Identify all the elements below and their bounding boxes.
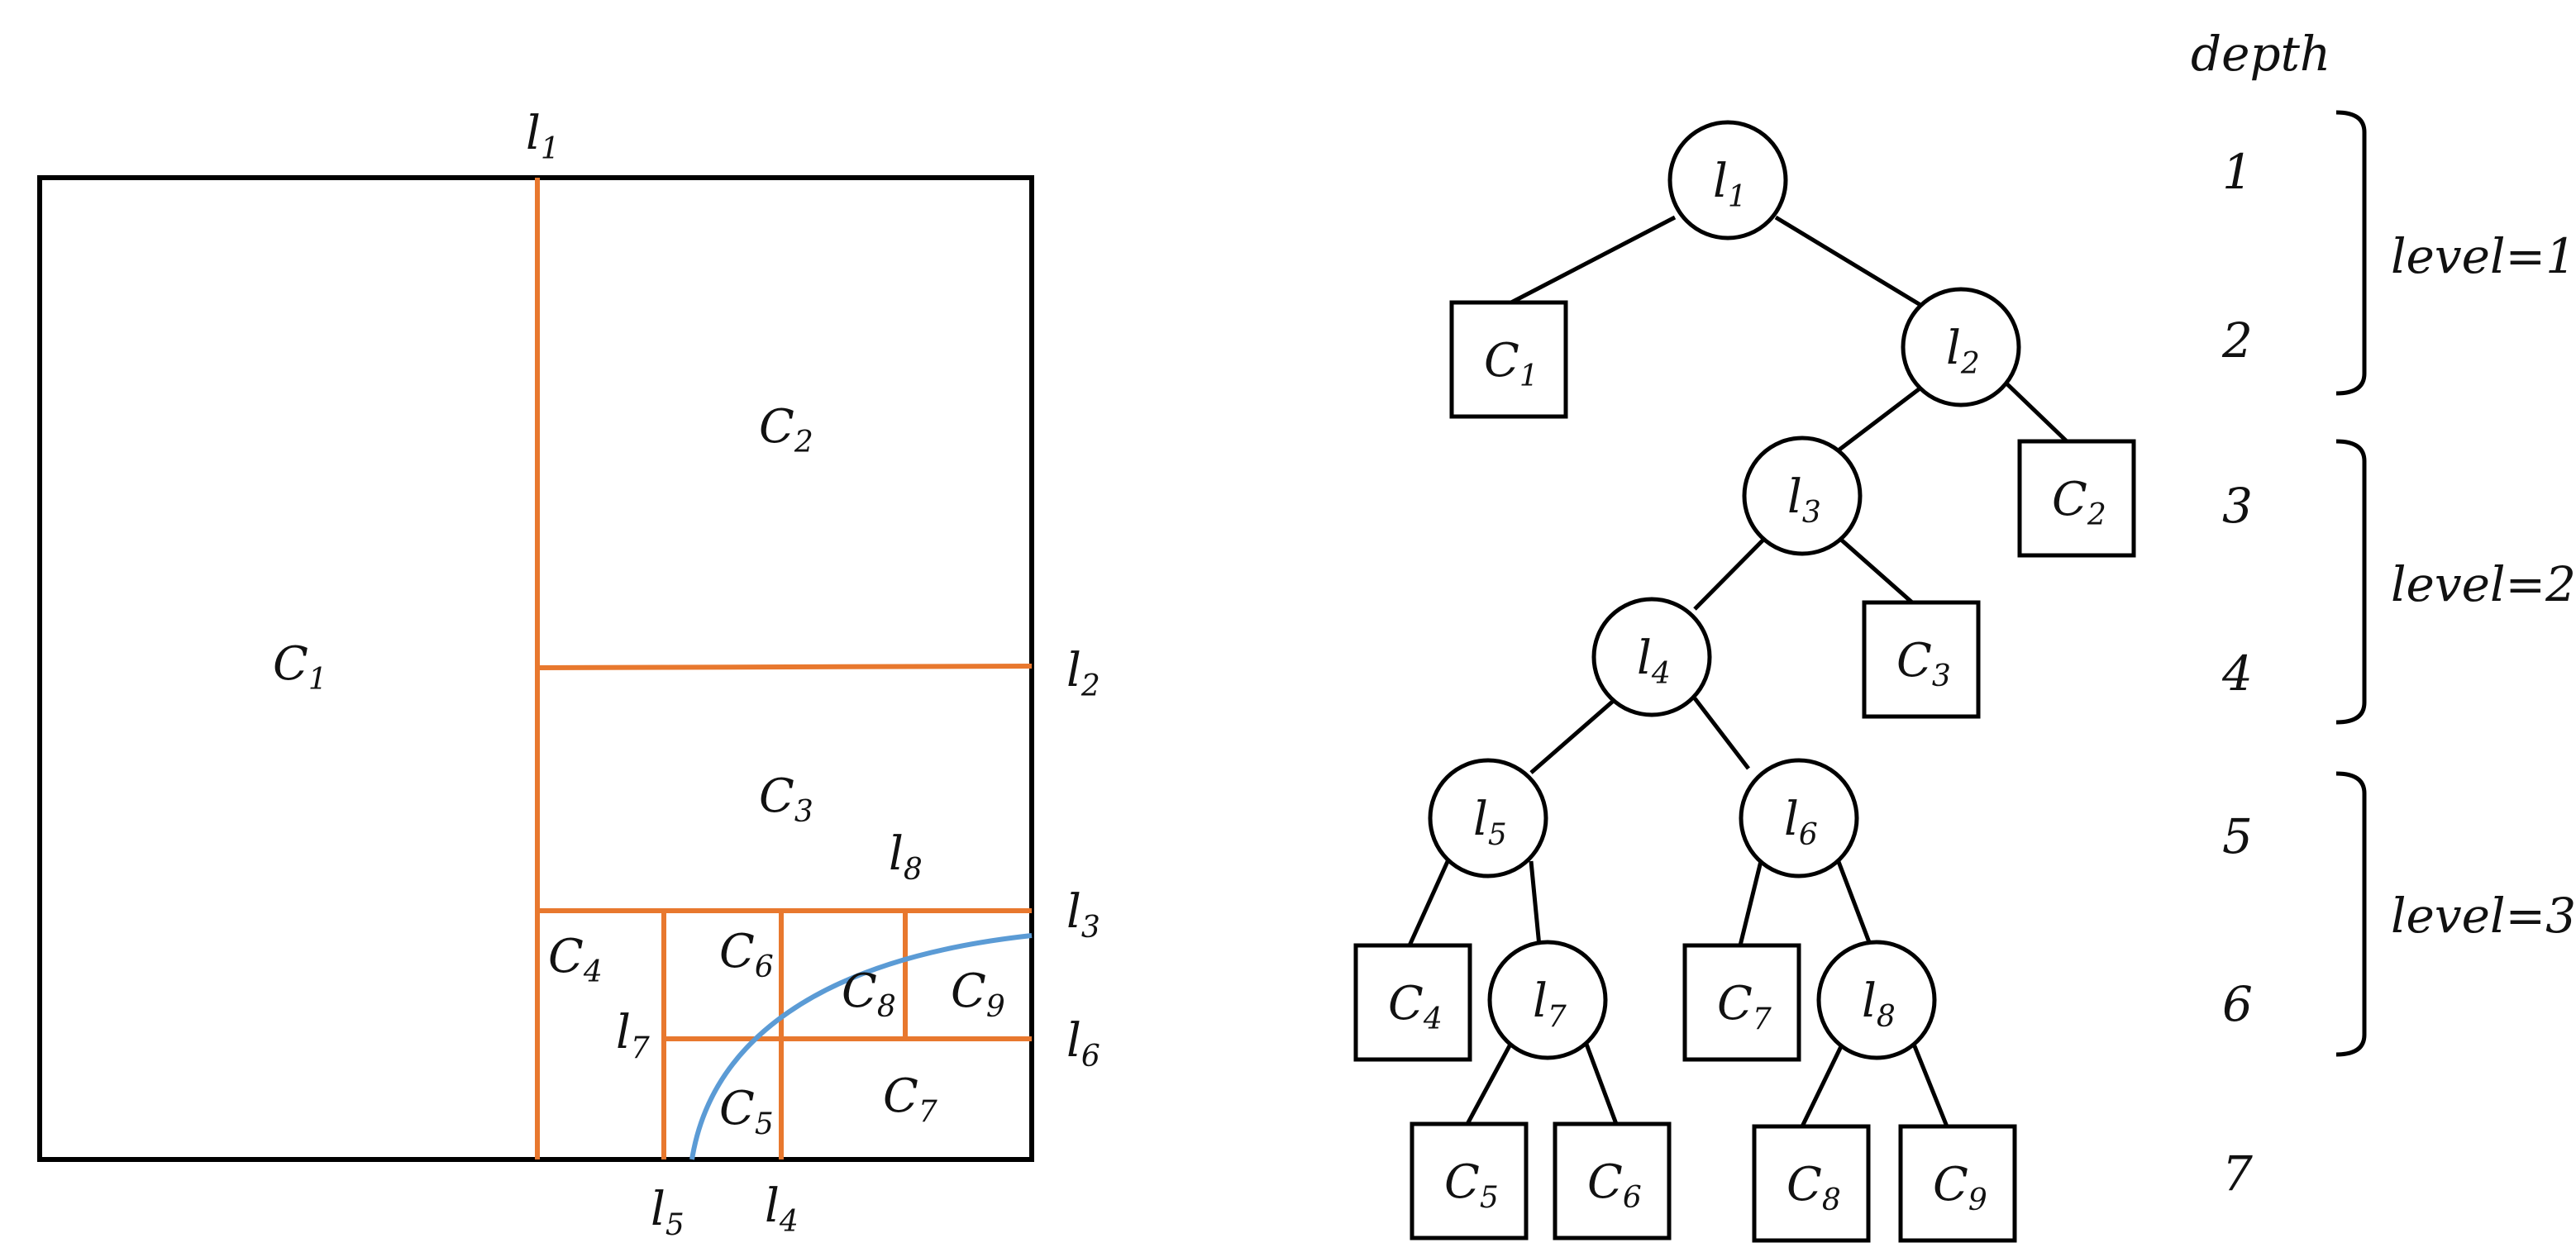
depth-value-4: 4	[2221, 645, 2253, 702]
edge-l6-l8	[1835, 859, 1874, 950]
edge-l7-c6	[1582, 1039, 1619, 1125]
svg-text:C2: C2	[2052, 473, 2106, 532]
svg-text:C7: C7	[1717, 977, 1772, 1036]
cell-label-c1: C1	[273, 637, 327, 697]
edge-l2-c2	[2001, 379, 2068, 443]
line-label-l6: l6	[1066, 1014, 1100, 1074]
tree-leaf-c9: C9	[1898, 1124, 2017, 1243]
edge-l8-c8	[1800, 1040, 1846, 1128]
bracket-level-3	[2335, 771, 2367, 1057]
svg-text:l1: l1	[1713, 155, 1747, 214]
edge-l3-c3	[1839, 538, 1914, 604]
edge-l2-l3	[1838, 385, 1924, 451]
depth-value-7: 7	[2222, 1145, 2253, 1202]
edge-l3-l4	[1693, 531, 1772, 611]
tree-node-l1: l1	[1667, 120, 1788, 240]
cell-label-c5: C5	[719, 1082, 774, 1141]
edge-l4-l5	[1529, 697, 1618, 774]
svg-text:C4: C4	[1388, 977, 1443, 1036]
edge-l6-c7	[1738, 860, 1763, 946]
tree-leaf-c3: C3	[1862, 600, 1981, 719]
svg-text:C8: C8	[1787, 1158, 1841, 1217]
tree-leaf-c6: C6	[1553, 1121, 1672, 1240]
level-brackets: level=1 level=2 level=3	[2335, 110, 2576, 1057]
line-label-l8: l8	[889, 827, 923, 887]
cell-label-c7: C7	[883, 1069, 937, 1129]
tree-leaf-c2: C2	[2017, 439, 2136, 558]
svg-text:l6: l6	[1784, 793, 1818, 852]
cell-label-c2: C2	[759, 400, 813, 459]
tree-leaf-c4: C4	[1353, 943, 1472, 1062]
tree-node-l7: l7	[1487, 940, 1608, 1060]
svg-text:C1: C1	[1484, 334, 1538, 393]
svg-text:l4: l4	[1637, 631, 1671, 691]
tree-node-l8: l8	[1816, 940, 1937, 1060]
bracket-level-2	[2335, 439, 2367, 725]
depth-value-1: 1	[2222, 144, 2253, 200]
line-label-l5: l5	[651, 1183, 685, 1242]
line-label-l3: l3	[1066, 885, 1100, 945]
svg-text:C9: C9	[1933, 1158, 1987, 1217]
tree-node-l5: l5	[1428, 758, 1548, 878]
depth-column: depth 1 2 3 4 5 6 7	[2191, 26, 2330, 1202]
tree-node-l4: l4	[1591, 597, 1712, 717]
line-label-l1: l1	[526, 107, 560, 166]
level-label-3: level=3	[2391, 888, 2576, 944]
depth-value-6: 6	[2222, 976, 2253, 1032]
edge-l5-l7	[1529, 860, 1542, 947]
tree-edges	[1407, 215, 2068, 1128]
tree-node-l2: l2	[1901, 287, 2021, 407]
tree-leaf-c8: C8	[1752, 1124, 1871, 1243]
edge-l1-l2	[1774, 215, 1926, 310]
bracket-level-1	[2335, 110, 2367, 396]
edge-l8-c9	[1909, 1037, 1949, 1127]
depth-value-2: 2	[2221, 312, 2253, 369]
split-line-l2	[537, 664, 1033, 670]
edge-l7-c5	[1465, 1038, 1515, 1126]
depth-value-5: 5	[2222, 808, 2253, 864]
svg-text:l7: l7	[1533, 974, 1567, 1034]
svg-text:l3: l3	[1787, 470, 1821, 530]
tree-leaf-c5: C5	[1410, 1121, 1529, 1240]
line-label-l4: l4	[765, 1179, 799, 1239]
tree-panel: l1 l2 l3 l4 l5 l6 l7 l8	[1353, 120, 2136, 1243]
depth-header: depth	[2191, 26, 2330, 82]
cell-label-c4: C4	[548, 930, 603, 989]
cell-label-c6: C6	[719, 925, 774, 984]
line-label-l7: l7	[616, 1006, 650, 1065]
svg-text:l5: l5	[1473, 793, 1507, 852]
edge-l5-c4	[1407, 856, 1452, 947]
edge-l1-c1	[1510, 215, 1677, 305]
level-label-2: level=2	[2391, 556, 2576, 612]
cell-label-c8: C8	[842, 964, 896, 1024]
svg-text:l8: l8	[1862, 974, 1896, 1034]
boundary-curve	[689, 933, 1033, 1160]
svg-text:C3: C3	[1896, 634, 1951, 693]
depth-value-3: 3	[2222, 478, 2253, 534]
tree-leaf-c1: C1	[1449, 300, 1568, 419]
svg-text:l2: l2	[1946, 321, 1980, 381]
tree-node-l6: l6	[1739, 758, 1859, 878]
svg-text:C6: C6	[1587, 1155, 1642, 1215]
edge-l4-l6	[1693, 697, 1750, 770]
tree-node-l3: l3	[1742, 436, 1863, 556]
tree-leaf-c7: C7	[1682, 943, 1801, 1062]
cell-label-c9: C9	[951, 964, 1005, 1024]
partition-panel: C1 C2 C3 C4 C5 C6 C7 C8 C9 l1 l2 l3 l4 l…	[37, 107, 1100, 1242]
svg-text:C5: C5	[1444, 1155, 1499, 1215]
cell-label-c3: C3	[759, 769, 813, 829]
level-label-1: level=1	[2391, 228, 2576, 284]
line-label-l2: l2	[1066, 644, 1100, 703]
